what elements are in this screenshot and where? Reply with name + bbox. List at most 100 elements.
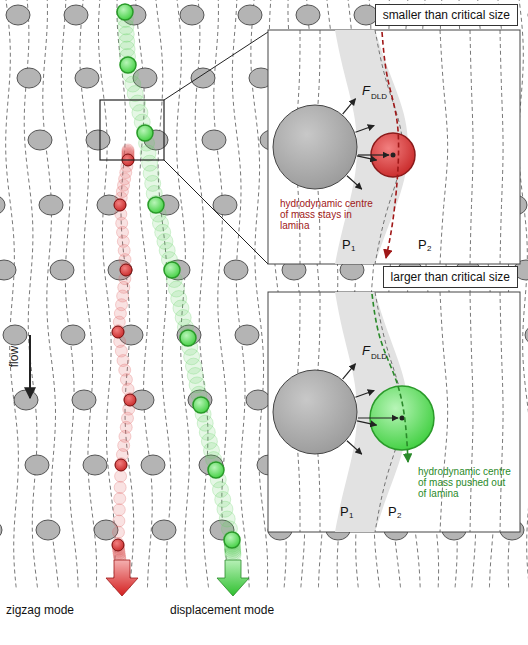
post [152,520,176,540]
post [141,455,165,475]
header-box: smaller than critical size [375,4,518,26]
trail-dot [113,504,125,516]
small-particle [120,264,132,276]
particle-path [382,32,399,258]
post [238,5,262,25]
post [86,130,110,150]
centre-dot [391,153,396,158]
large-particle [120,57,136,73]
displacement-arrow [217,560,249,596]
large-particle [148,197,164,213]
force-arrow [355,125,374,132]
force-arrow [347,176,362,189]
mode-label: zigzag mode [6,604,74,617]
large-particle [224,532,240,548]
small-particle [114,199,126,211]
force-label: F [362,84,370,98]
lamina-subscript: 1 [351,245,355,254]
inset-frame [268,30,520,264]
post [273,105,357,189]
zoom-window [100,100,164,160]
small-particle [112,539,124,551]
trail-dot [114,198,126,210]
trail-dot [115,459,127,471]
lamina-subscript: 2 [427,245,431,254]
post [273,370,357,454]
streamline [24,0,38,590]
post [72,390,96,410]
force-arrow [343,364,356,379]
post [6,5,30,25]
lamina-subscript: 1 [349,512,353,521]
trail-dot [164,262,180,278]
post [83,455,107,475]
trail-dot [112,526,124,538]
post [0,260,16,280]
force-arrow [358,154,389,155]
post [75,68,99,88]
force-arrow [343,99,356,114]
streamline [61,0,78,590]
post [36,520,60,540]
trail-dot [124,394,136,406]
streamline [470,30,473,264]
lamina-label: P [418,238,427,252]
zigzag-arrow [106,560,138,596]
streamline [500,30,503,264]
header-box: larger than critical size [383,266,518,288]
force-arrow [357,156,377,160]
small-particle [124,394,136,406]
post [61,325,85,345]
inset-frame [268,292,520,532]
streamline [251,0,268,590]
force-arrow [347,441,362,454]
streamline [232,0,249,590]
force-subscript: DLD [371,353,387,362]
trail-dot [137,125,153,141]
post [525,325,528,345]
streamline [98,0,115,590]
post [224,260,248,280]
flow-arrow [29,335,31,398]
trail-dot [148,197,164,213]
force-arrow [355,390,374,397]
large-inset [268,292,520,532]
post [202,130,226,150]
lamina-subscript: 2 [397,512,401,521]
lamina-label: P [388,505,397,519]
force-arrow [358,417,398,418]
streamline [5,0,19,590]
trail-dot [114,481,126,493]
post [64,5,88,25]
trail-dot [114,493,126,505]
particle-path [372,294,408,462]
trail-dot [180,330,196,346]
particle-note: hydrodynamic centre of mass stays in lam… [280,198,376,231]
streamline [155,0,171,590]
large-particle [193,397,209,413]
streamline [500,292,503,532]
post [0,520,2,540]
small-particle [115,459,127,471]
large-particle [164,262,180,278]
post [3,325,27,345]
large-particle [208,462,224,478]
force-subscript: DLD [371,93,387,102]
post [39,195,63,215]
post [296,5,320,25]
post-array [0,5,528,540]
streamline [80,0,97,590]
small-particle [112,326,124,338]
mode-label: displacement mode [170,604,274,617]
lamina-label: P [340,505,349,519]
streamline [195,0,209,590]
post [180,5,204,25]
trail-dot [224,532,240,548]
header-text: smaller than critical size [383,8,510,22]
small-inset [268,30,520,264]
post [28,130,52,150]
streamline [43,0,59,590]
zoom-line [164,160,268,264]
post [25,455,49,475]
